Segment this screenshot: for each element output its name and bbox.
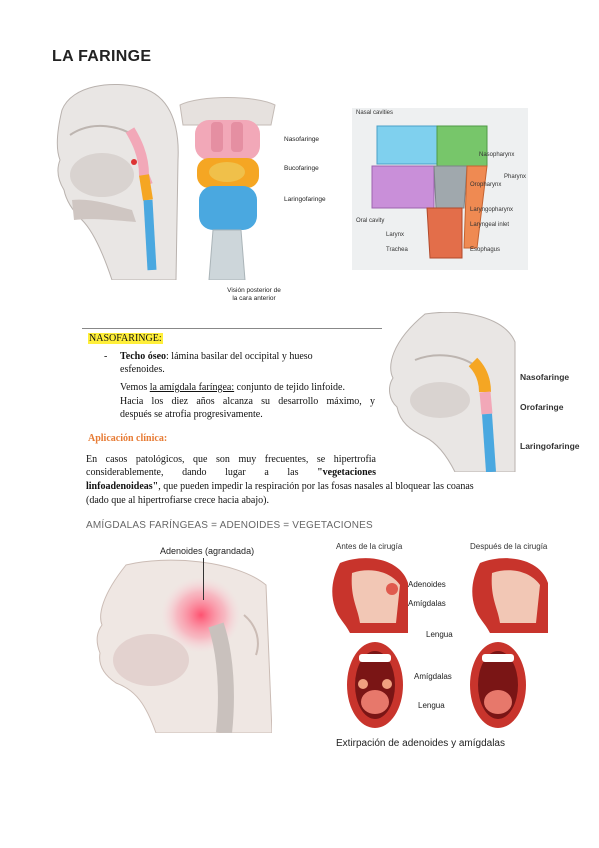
pharynx-schema-illustration	[371, 125, 488, 259]
schema-esophagus: Esophagus	[470, 247, 501, 253]
antes-label: Antes de la cirugía	[336, 542, 403, 551]
amigdalas-heading: AMÍGDALAS FARÍNGEAS = ADENOIDES = VEGETA…	[86, 520, 373, 531]
schema-oral: Oral cavity	[356, 218, 385, 224]
vemos-pre: Vemos	[120, 382, 150, 393]
posterior-caption-line1: Visión posterior de	[227, 287, 281, 294]
despues-line: después se atrofia progresivamente.	[120, 409, 263, 420]
clinical-line2-bold: "vegetaciones	[317, 467, 376, 478]
schema-larynx: Larynx	[386, 232, 405, 238]
adenoides-label: Adenoides	[408, 580, 446, 589]
surgery-caption: Extirpación de adenoides y amígdalas	[336, 738, 505, 749]
mouth-before-illustration	[347, 642, 403, 728]
schema-laryngeal-inlet: Laryngeal inlet	[470, 222, 510, 228]
schema-oropharynx: Oropharynx	[470, 182, 502, 188]
clinical-line3: linfoadenoideas", que pueden impedir la …	[86, 480, 516, 493]
adenoides-agrandada-label: Adenoides (agrandada)	[160, 546, 255, 556]
nasofaringe-heading: NASOFARINGE:	[88, 333, 163, 344]
posterior-caption-line2: la cara anterior	[232, 295, 276, 302]
lengua-top-label: Lengua	[426, 630, 453, 639]
clinical-line3-bold: linfoadenoideas"	[86, 481, 159, 492]
posterior-view-illustration	[179, 97, 276, 280]
schema-trachea: Trachea	[386, 247, 408, 253]
label-nasofaringe: Nasofaringe	[284, 136, 320, 143]
side-label-orofaringe: Orofaringe	[520, 402, 564, 412]
clinical-line2-pre: considerablemente, dando lugar a las	[86, 467, 318, 478]
section-divider	[82, 328, 382, 329]
bullet-mark: -	[104, 351, 108, 362]
adenoides-pointer	[203, 558, 204, 600]
vemos-underlined: la amígdala faríngea:	[149, 382, 235, 393]
child-head-adenoid-illustration	[96, 559, 272, 733]
schema-pharynx: Pharynx	[504, 174, 527, 180]
label-bucofaringe: Bucofaringe	[284, 165, 319, 172]
clinical-line1: En casos patológicos, que son muy frecue…	[86, 454, 376, 465]
schema-laryngopharynx: Laryngopharynx	[470, 207, 514, 213]
clinical-line2: considerablemente, dando lugar a las "ve…	[86, 466, 376, 479]
techo-line2: esfenoides.	[120, 364, 165, 375]
mouth-after-illustration	[470, 642, 526, 728]
side-label-nasofaringe: Nasofaringe	[520, 372, 570, 382]
clinical-line4: (dado que al hipertrofiarse crece hacia …	[86, 495, 269, 506]
side-label-laringofaringe: Laringofaringe	[520, 441, 580, 451]
techo-bold: Techo óseo	[120, 351, 167, 362]
schema-nasopharynx: Nasopharynx	[479, 152, 515, 158]
vemos-line: Vemos la amígdala faríngea: conjunto de …	[120, 381, 380, 394]
before-surgery-illustration	[332, 558, 408, 633]
sagittal-regions-illustration	[389, 312, 516, 472]
vemos-rest: conjunto de tejido linfoide.	[234, 382, 345, 393]
figure-title: LA FARINGE	[52, 48, 152, 65]
lengua-bottom-label: Lengua	[418, 701, 445, 710]
sagittal-head-illustration	[56, 83, 179, 280]
hacia-line: Hacia los diez años alcanza su desarroll…	[120, 396, 375, 407]
after-surgery-illustration	[472, 558, 548, 633]
label-laringofaringe: Laringofaringe	[284, 196, 326, 203]
amigdalas-top-label: Amígdalas	[408, 599, 446, 608]
clinical-line3-rest: , que pueden impedir la respiración por …	[158, 481, 474, 492]
schema-nasal: Nasal cavities	[356, 110, 394, 116]
despues-label: Después de la cirugía	[470, 542, 548, 551]
clinical-heading: Aplicación clínica:	[88, 433, 168, 444]
amigdalas-bottom-label: Amígdalas	[414, 672, 452, 681]
techo-line: Techo óseo: lámina basilar del occipital…	[120, 350, 370, 363]
techo-rest: : lámina basilar del occipital y hueso	[166, 351, 313, 362]
